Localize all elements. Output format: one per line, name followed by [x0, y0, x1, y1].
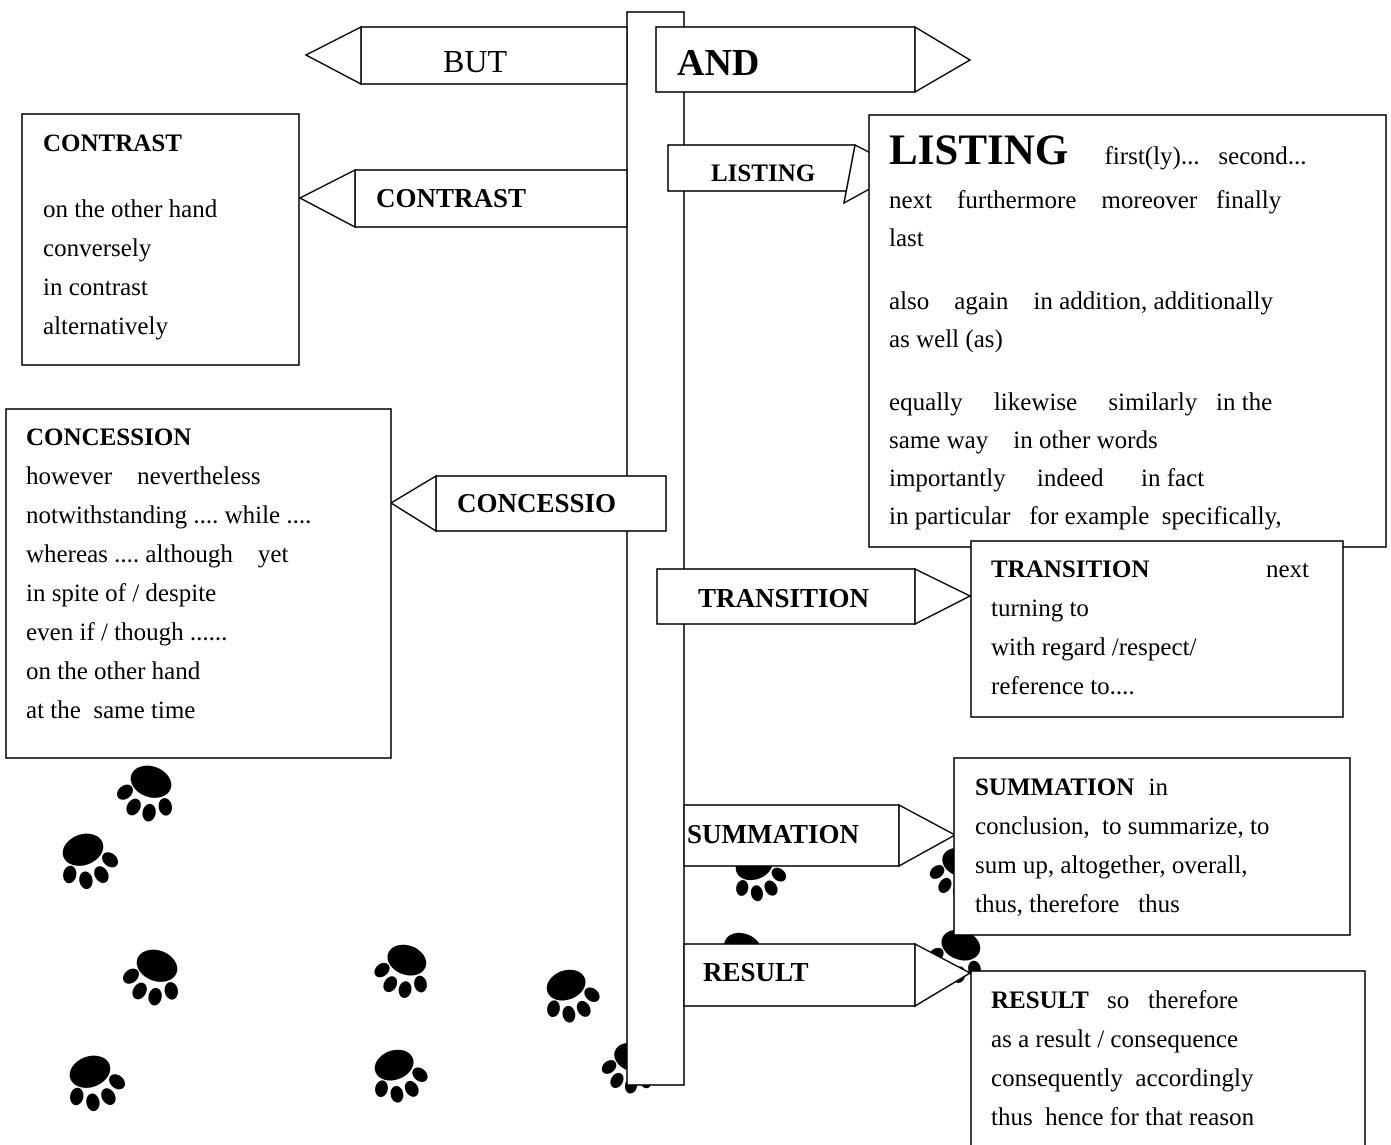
contrast-box-line: in contrast [43, 274, 148, 301]
paw-print-icon [55, 1046, 134, 1120]
listing-box-line: in particular for example specifically, [889, 503, 1282, 530]
summation-box: SUMMATION in conclusion, to summarize, t… [975, 768, 1269, 924]
paw-print-icon [366, 936, 441, 1007]
but-label: BUT [443, 43, 507, 79]
concession-sign-label: CONCESSIO [457, 488, 617, 518]
summation-box-heading-rest: in [1148, 774, 1168, 801]
transition-sign [656, 568, 916, 625]
summation-box-line: sum up, altogether, overall, [975, 852, 1248, 879]
listing-box-line: as well (as) [889, 326, 1003, 353]
concession-box-line: notwithstanding .... while .... [26, 502, 312, 529]
contrast-box-frame [21, 113, 300, 366]
contrast-box-line: alternatively [43, 313, 168, 340]
transition-box-frame [970, 540, 1344, 718]
summation-box-heading: SUMMATION [975, 774, 1135, 801]
listing-sign-label: LISTING [711, 160, 816, 187]
summation-box-line: thus, therefore thus [975, 891, 1180, 918]
result-box-heading: RESULT [991, 987, 1089, 1014]
concession-arrowhead [389, 474, 437, 533]
listing-box-line: also again in addition, additionally [889, 288, 1273, 315]
transition-box-heading-rest: next [1265, 556, 1309, 583]
concession-box-frame [5, 408, 392, 759]
result-box-line: consequently accordingly [991, 1065, 1254, 1092]
concession-box-line: at the same time [26, 697, 196, 724]
contrast-arrowhead [298, 168, 356, 229]
contrast-sign-label: CONTRAST [376, 183, 527, 213]
listing-box-line: last [889, 225, 924, 252]
listing-box-line: equally likewise similarly in the [889, 389, 1273, 416]
and-sign [655, 26, 916, 93]
result-sign [683, 943, 916, 1007]
listing-box-heading: LISTING [889, 127, 1069, 174]
contrast-box: CONTRAST on the other hand conversely in… [43, 124, 217, 346]
contrast-box-line: on the other hand [43, 196, 218, 223]
paw-print-icon [361, 1040, 436, 1111]
listing-box-line: same way in other words [889, 427, 1158, 454]
transition-sign-label: TRANSITION [698, 583, 870, 613]
transition-box-line: with regard /respect/ [991, 634, 1197, 661]
and-label: AND [677, 42, 760, 84]
listing-box-frame [868, 114, 1387, 548]
listing-box-first-line-rest: first(ly)... second... [1104, 143, 1307, 170]
concession-box-line: on the other hand [26, 658, 201, 685]
concession-box: CONCESSION however nevertheless notwiths… [26, 418, 311, 730]
transition-box-line: turning to [991, 595, 1089, 622]
listing-box-line: next furthermore moreover finally [889, 187, 1282, 214]
concession-box-line: whereas .... although yet [26, 541, 289, 568]
transition-box: TRANSITION next turning to with regard /… [991, 550, 1309, 706]
transition-box-line: reference to.... [991, 673, 1135, 700]
result-box: RESULT so therefore as a result / conseq… [991, 981, 1254, 1137]
summation-box-frame [953, 757, 1351, 936]
but-sign [360, 26, 628, 85]
concession-box-line: in spite of / despite [26, 580, 217, 607]
and-arrowhead [914, 25, 972, 94]
paw-print-icon [108, 756, 187, 830]
result-box-frame [970, 970, 1366, 1145]
summation-sign-label: SUMMATION [687, 819, 859, 849]
paw-print-icon [48, 824, 127, 898]
listing-box-line: importantly indeed in fact [889, 465, 1205, 492]
concession-box-line: even if / though ...... [26, 619, 228, 646]
contrast-box-heading: CONTRAST [43, 130, 182, 157]
transition-arrowhead [914, 567, 972, 626]
paw-print-icon [114, 940, 193, 1014]
summation-arrowhead [898, 803, 957, 868]
listing-box-first-line: LISTING first(ly)... second... [889, 126, 1307, 181]
result-box-heading-rest: so therefore [1107, 987, 1239, 1014]
summation-box-first-line: SUMMATION in [975, 768, 1269, 807]
result-arrowhead [914, 942, 972, 1008]
concession-sign [435, 475, 667, 532]
result-box-line: as a result / consequence [991, 1026, 1239, 1053]
paw-print-icon [533, 960, 608, 1031]
summation-box-line: conclusion, to summarize, to [975, 813, 1270, 840]
result-box-first-line: RESULT so therefore [991, 981, 1254, 1020]
but-arrowhead [304, 25, 362, 86]
listing-sign [667, 144, 856, 192]
contrast-box-line: conversely [43, 235, 152, 262]
concession-box-line: however nevertheless [26, 463, 261, 490]
transition-box-first-line: TRANSITION next [991, 550, 1309, 589]
listing-box: LISTING first(ly)... second... next furt… [889, 126, 1307, 535]
result-box-line: thus hence for that reason [991, 1104, 1255, 1131]
result-sign-label: RESULT [703, 957, 809, 987]
concession-box-heading: CONCESSION [26, 424, 192, 451]
transition-box-heading: TRANSITION [991, 556, 1150, 583]
